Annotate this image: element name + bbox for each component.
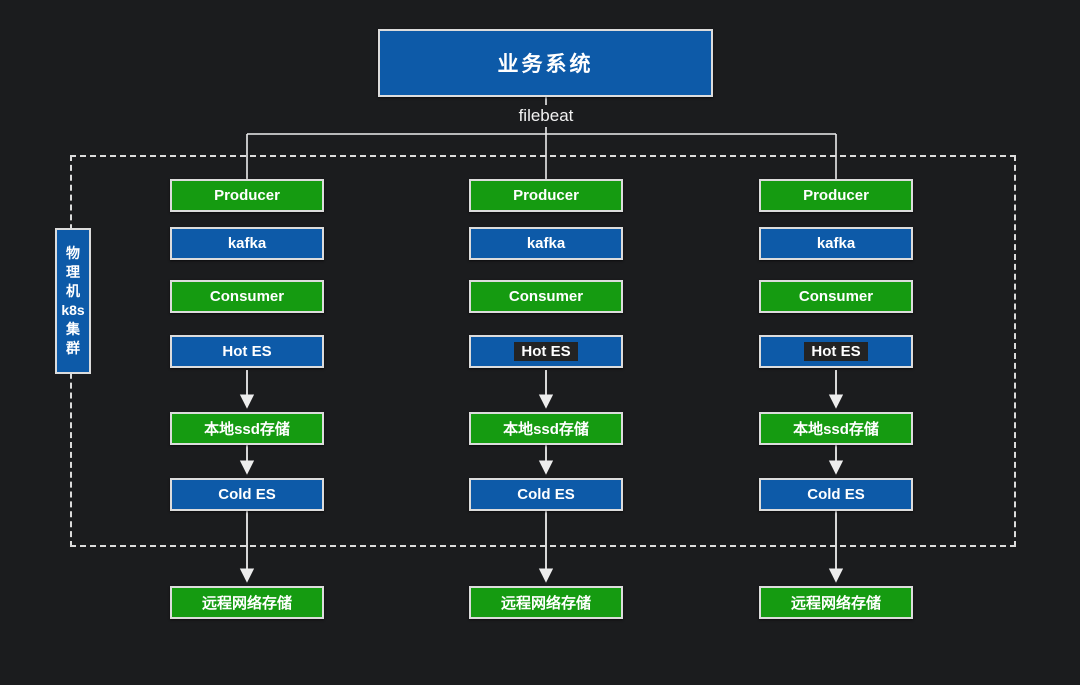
hot-es-node-3: Hot ES bbox=[759, 335, 913, 368]
node-label: Producer bbox=[513, 187, 579, 204]
remote-storage-node-2: 远程网络存储 bbox=[469, 586, 623, 619]
node-label: Producer bbox=[803, 187, 869, 204]
node-label: kafka bbox=[526, 235, 566, 252]
cluster-label-line: 理 bbox=[66, 264, 80, 281]
node-label: 远程网络存储 bbox=[500, 595, 591, 612]
node-label: Cold ES bbox=[218, 486, 276, 503]
node-label-highlighted: Hot ES bbox=[804, 342, 868, 361]
business-system-node: 业务系统 bbox=[378, 29, 713, 97]
remote-storage-node-1: 远程网络存储 bbox=[170, 586, 324, 619]
cluster-label-line: 群 bbox=[66, 339, 80, 356]
kafka-node-2: kafka bbox=[469, 227, 623, 260]
node-label: 本地ssd存储 bbox=[793, 421, 879, 438]
remote-storage-node-3: 远程网络存储 bbox=[759, 586, 913, 619]
cold-es-node-1: Cold ES bbox=[170, 478, 324, 511]
node-label: 远程网络存储 bbox=[201, 595, 292, 612]
node-label: kafka bbox=[227, 235, 267, 252]
cold-es-node-3: Cold ES bbox=[759, 478, 913, 511]
cluster-label-line: 物 bbox=[66, 245, 80, 262]
cluster-label-line: 机 bbox=[66, 283, 80, 300]
kafka-node-3: kafka bbox=[759, 227, 913, 260]
node-label: Cold ES bbox=[807, 486, 865, 503]
node-label: 本地ssd存储 bbox=[503, 421, 589, 438]
local-ssd-node-3: 本地ssd存储 bbox=[759, 412, 913, 445]
node-label-highlighted: Hot ES bbox=[514, 342, 578, 361]
node-label: 远程网络存储 bbox=[790, 595, 881, 612]
node-label: Producer bbox=[214, 187, 280, 204]
producer-node-1: Producer bbox=[170, 179, 324, 212]
node-label: Cold ES bbox=[517, 486, 575, 503]
node-label: kafka bbox=[816, 235, 856, 252]
producer-node-2: Producer bbox=[469, 179, 623, 212]
node-label: Consumer bbox=[798, 288, 874, 305]
consumer-node-3: Consumer bbox=[759, 280, 913, 313]
hot-es-node-1: Hot ES bbox=[170, 335, 324, 368]
cluster-label-line: 集 bbox=[66, 320, 80, 337]
business-system-label: 业务系统 bbox=[497, 53, 594, 76]
producer-node-3: Producer bbox=[759, 179, 913, 212]
consumer-node-2: Consumer bbox=[469, 280, 623, 313]
node-label: Consumer bbox=[209, 288, 285, 305]
local-ssd-node-2: 本地ssd存储 bbox=[469, 412, 623, 445]
node-label: Consumer bbox=[508, 288, 584, 305]
hot-es-node-2: Hot ES bbox=[469, 335, 623, 368]
filebeat-label: filebeat bbox=[506, 105, 586, 127]
kafka-node-1: kafka bbox=[170, 227, 324, 260]
cluster-label-node: 物 理 机 k8s 集 群 bbox=[55, 228, 91, 374]
cold-es-node-2: Cold ES bbox=[469, 478, 623, 511]
cluster-label-line: k8s bbox=[61, 302, 85, 318]
consumer-node-1: Consumer bbox=[170, 280, 324, 313]
node-label: Hot ES bbox=[222, 343, 272, 360]
node-label: 本地ssd存储 bbox=[204, 421, 290, 438]
local-ssd-node-1: 本地ssd存储 bbox=[170, 412, 324, 445]
